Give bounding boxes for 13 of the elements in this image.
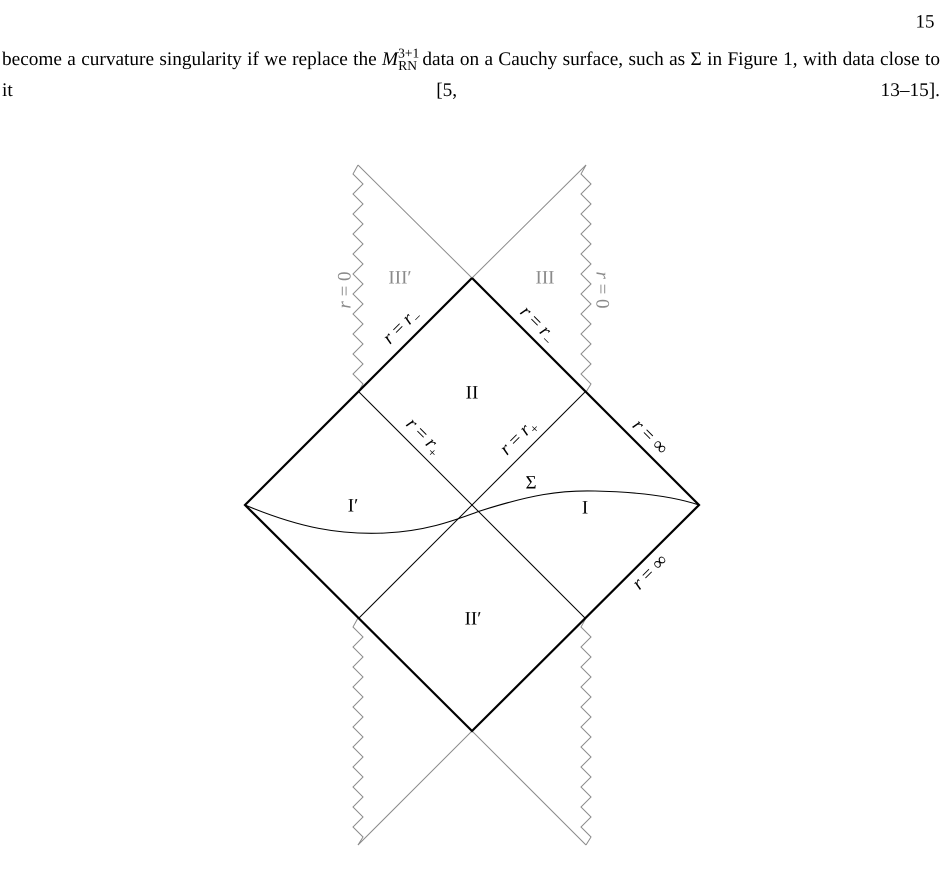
- boundary-label: r = ∞: [628, 550, 672, 594]
- boundary-label: r = 0: [336, 271, 354, 309]
- curve-label: Σ: [525, 474, 537, 492]
- region-label: II′: [464, 610, 482, 628]
- region-label: III: [536, 268, 554, 288]
- boundary-label: r = ∞: [628, 416, 672, 458]
- region-label: III′: [388, 268, 412, 288]
- region-label: II: [466, 384, 478, 402]
- body-text: become a curvature singularity if we replace the M$^{3+1}$$_{RN}$ data on a Cauchy surface, such as Σ in Figure 1, with data close to it [5, 13–15].: [2, 44, 940, 103]
- region-label: I′: [348, 496, 358, 516]
- region-label: I: [582, 498, 588, 518]
- boundary-label: r = 0: [592, 271, 612, 309]
- page-number: 15: [916, 12, 934, 32]
